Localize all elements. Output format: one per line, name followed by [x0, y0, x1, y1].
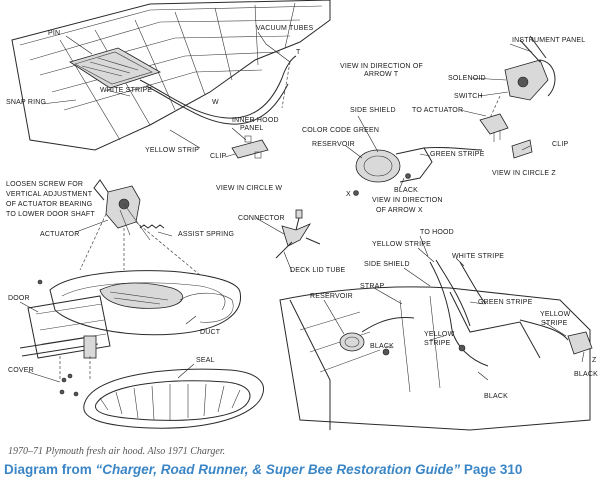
label-duct: DUCT: [200, 329, 221, 336]
door-assembly: [19, 295, 111, 380]
letter-x: X: [346, 191, 351, 198]
callout-labels: PIN VACUUM TUBES WHITE STRIPE SNAP RING …: [6, 25, 598, 400]
label-instrument-panel: INSTRUMENT PANEL: [512, 37, 585, 44]
label-view-arrow-t-1: VIEW IN DIRECTION OF: [340, 63, 423, 70]
label-yellow-stripe-mid: YELLOW STRIPE: [372, 241, 431, 248]
source-page: Page 310: [460, 462, 523, 477]
hood-panel: [11, 0, 331, 151]
label-green-stripe-bottom: GREEN STRIPE: [478, 299, 533, 306]
label-white-stripe-mid: WHITE STRIPE: [452, 253, 504, 260]
label-assist-spring: ASSIST SPRING: [178, 231, 234, 238]
label-color-code-green: COLOR CODE GREEN: [302, 127, 379, 134]
label-clip-w: CLIP: [210, 153, 226, 160]
engine-compartment: [279, 259, 593, 431]
label-loosen-1: LOOSEN SCREW FOR: [6, 181, 83, 188]
label-vacuum-tubes: VACUUM TUBES: [256, 25, 314, 32]
label-switch: SWITCH: [454, 93, 483, 100]
connector-detail: [275, 209, 321, 259]
label-door: DOOR: [8, 295, 30, 302]
label-strap: STRAP: [360, 283, 384, 290]
label-cover: COVER: [8, 367, 34, 374]
label-yellow-stripe-low-2: STRIPE: [424, 340, 451, 347]
source-book-title: “Charger, Road Runner, & Super Bee Resto…: [95, 462, 461, 477]
label-loosen-3: OF ACTUATOR BEARING: [6, 201, 92, 208]
label-loosen-4: TO LOWER DOOR SHAFT: [6, 211, 95, 218]
source-credit: Diagram from “Charger, Road Runner, & Su…: [4, 462, 522, 477]
label-view-circle-w: VIEW IN CIRCLE W: [216, 185, 282, 192]
label-loosen-2: VERTICAL ADJUSTMENT: [6, 191, 93, 198]
label-snap-ring: SNAP RING: [6, 99, 46, 106]
solenoid-switch-assembly: [479, 35, 556, 159]
label-side-shield-mid: SIDE SHIELD: [364, 261, 410, 268]
source-prefix: Diagram from: [4, 462, 96, 477]
label-pin: PIN: [48, 30, 60, 37]
label-green-stripe-top: GREEN STRIPE: [430, 151, 485, 158]
label-clip-z: CLIP: [552, 141, 568, 148]
label-reservoir-bottom: RESERVOIR: [310, 293, 353, 300]
label-deck-lid-tube: DECK LID TUBE: [290, 267, 346, 274]
label-black-mid: BLACK: [370, 343, 394, 350]
direction-letters: T W X Z: [212, 49, 597, 364]
label-connector: CONNECTOR: [238, 215, 285, 222]
letter-z: Z: [592, 357, 597, 364]
label-seal: SEAL: [196, 357, 215, 364]
label-to-hood: TO HOOD: [420, 229, 454, 236]
label-actuator: ACTUATOR: [40, 231, 79, 238]
actuator-assembly: [79, 179, 201, 276]
label-white-stripe-top: WHITE STRIPE: [100, 87, 152, 94]
label-black-low: BLACK: [484, 393, 508, 400]
label-side-shield-top: SIDE SHIELD: [350, 107, 396, 114]
letter-w: W: [212, 99, 219, 106]
label-view-arrow-x-1: VIEW IN DIRECTION: [372, 197, 443, 204]
label-reservoir-top: RESERVOIR: [312, 141, 355, 148]
label-inner-hood-panel-1: INNER HOOD: [232, 117, 279, 124]
vacuum-tube-lines: [139, 55, 297, 125]
letter-t: T: [296, 49, 301, 56]
label-yellow-stripe-low-1: YELLOW: [424, 331, 455, 338]
duct-housing: [49, 270, 242, 336]
label-view-circle-z: VIEW IN CIRCLE Z: [492, 170, 556, 177]
label-yellow-stripe-right-1: YELLOW: [540, 311, 571, 318]
label-black-top: BLACK: [394, 187, 418, 194]
label-to-actuator: TO ACTUATOR: [412, 107, 463, 114]
label-view-arrow-t-2: ARROW T: [364, 71, 399, 78]
clip-w-detail: [224, 127, 269, 159]
label-yellow-stripe-right-2: STRIPE: [541, 320, 568, 327]
label-solenoid: SOLENOID: [448, 75, 486, 82]
leader-lines: [19, 31, 585, 383]
label-black-right: BLACK: [574, 371, 598, 378]
figure-caption: 1970–71 Plymouth fresh air hood. Also 19…: [8, 446, 226, 457]
label-view-arrow-x-2: OF ARROW X: [376, 207, 423, 214]
seal-ring: [83, 368, 264, 429]
fasteners-left: [37, 279, 79, 397]
reservoir-view-x: [353, 146, 483, 196]
hood-scoop-diagram: PIN VACUUM TUBES WHITE STRIPE SNAP RING …: [6, 0, 598, 431]
label-yellow-strip: YELLOW STRIP: [145, 147, 199, 154]
label-inner-hood-panel-2: PANEL: [240, 125, 263, 132]
